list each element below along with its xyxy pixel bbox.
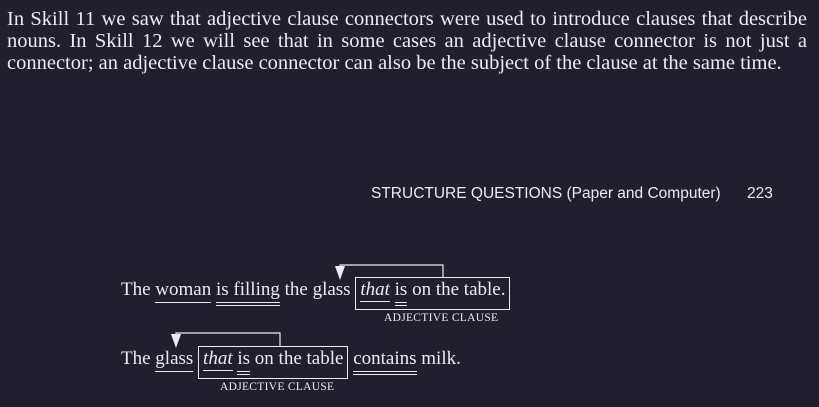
ex1-word-the: The	[121, 279, 151, 300]
ex1-object-the-glass: the glass	[284, 279, 351, 300]
ex1-clause-subject-that: that	[360, 279, 390, 302]
ex2-object-milk: milk.	[421, 348, 461, 369]
section-header: STRUCTURE QUESTIONS (Paper and Computer)	[371, 185, 721, 202]
example1-arrow-line	[339, 264, 444, 277]
ex2-adjective-clause-box: that is on the table	[198, 346, 349, 379]
example-sentence-1: The woman is filling the glass that is o…	[121, 277, 511, 310]
example2-arrow-line	[175, 332, 281, 346]
ex2-clause-subject-that: that	[203, 348, 233, 371]
intro-paragraph: In Skill 11 we saw that adjective clause…	[7, 8, 807, 74]
ex2-verb-contains: contains	[353, 348, 417, 375]
ex2-clause-rest: on the table	[254, 348, 344, 369]
page-number: 223	[747, 185, 773, 202]
ex1-clause-verb-is: is	[394, 279, 408, 306]
ex2-word-the: The	[121, 348, 151, 369]
ex1-adjective-clause-box: that is on the table.	[355, 277, 511, 310]
ex1-clause-rest: on the table.	[412, 279, 506, 300]
ex1-verb-is-filling: is filling	[215, 279, 280, 306]
ex2-subject-glass: glass	[155, 348, 194, 372]
ex2-caption: ADJECTIVE CLAUSE	[220, 381, 335, 393]
ex2-clause-verb-is: is	[237, 348, 251, 375]
ex1-caption: ADJECTIVE CLAUSE	[384, 312, 499, 324]
example-sentence-2: The glass that is on the table contains …	[121, 346, 461, 379]
example1-arrowhead	[335, 266, 345, 280]
ex1-subject-woman: woman	[155, 279, 212, 303]
example2-arrowhead	[171, 334, 181, 348]
